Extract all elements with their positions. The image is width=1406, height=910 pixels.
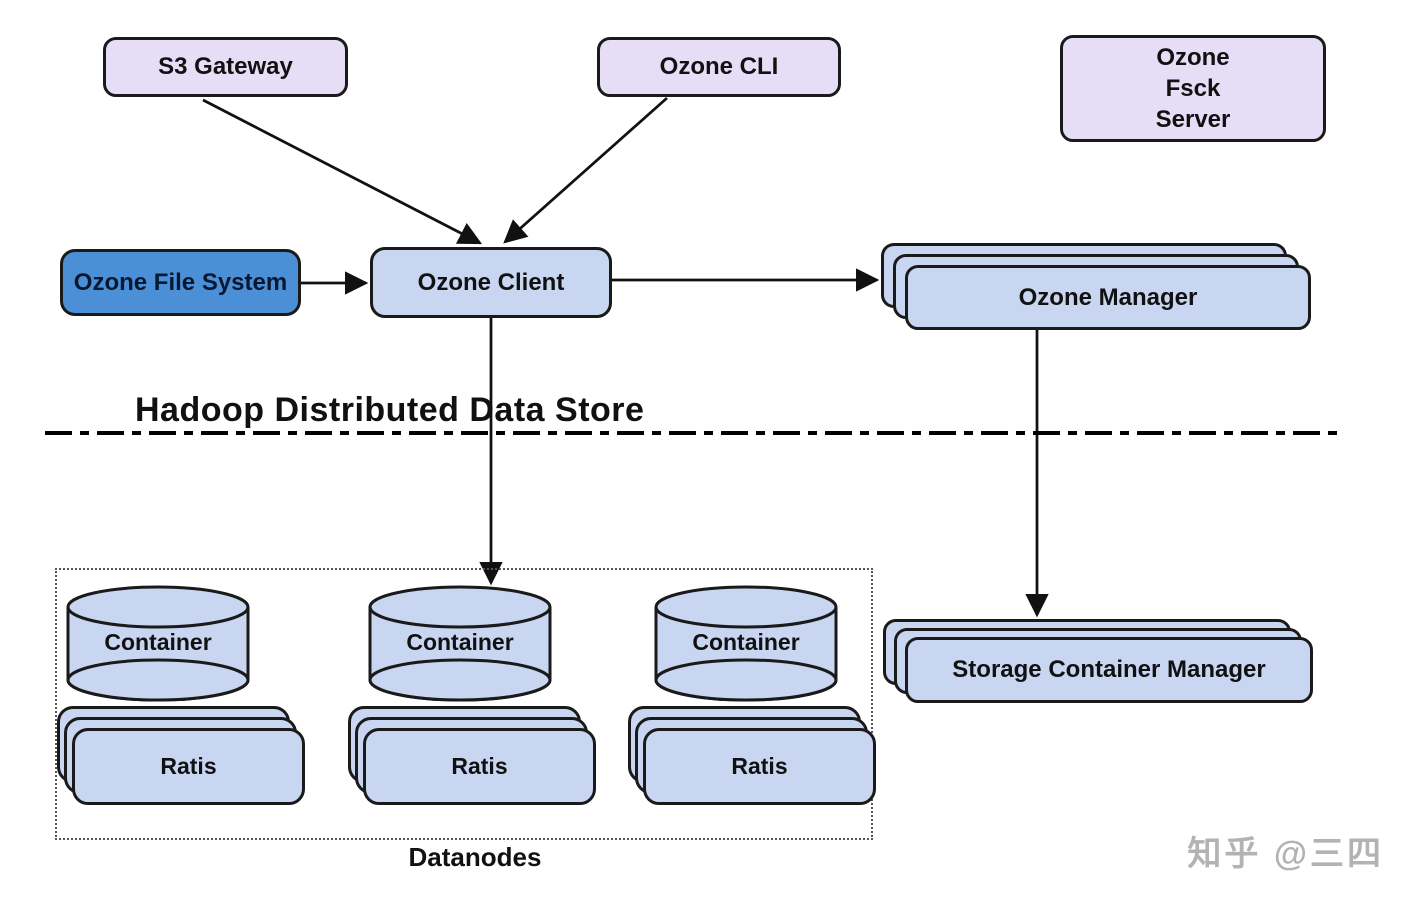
node-label: Ratis [160,753,217,779]
node-ozone-file-system: Ozone File System [60,249,301,316]
container-cylinder-icon [368,585,552,702]
container-cylinder-icon [66,585,250,702]
node-label: Ozone CLI [659,53,779,80]
node-label: Container [406,629,514,655]
node-container-1: Container [66,585,250,702]
node-label: Ratis [731,753,788,779]
layer-divider-title: Hadoop Distributed Data Store [135,391,645,429]
node-ratis-2: Ratis [363,728,596,805]
node-label: Ozone File System [73,268,288,296]
node-ozone-manager-stack: Ozone Manager [881,243,1313,333]
node-scm-stack: Storage Container Manager [883,619,1317,707]
watermark-text: 知乎 @三四 [1187,835,1384,873]
node-ozone-client: Ozone Client [370,247,612,318]
node-label: S3 Gateway [158,53,293,80]
node-container-2: Container [368,585,552,702]
node-ozone-fsck-server: Ozone Fsck Server [1060,35,1326,142]
node-label: Container [104,629,212,655]
node-s3-gateway: S3 Gateway [103,37,348,97]
node-ratis-3: Ratis [643,728,876,805]
node-ratis-stack-2: Ratis [348,706,598,808]
node-ratis-stack-3: Ratis [628,706,878,808]
container-cylinder-icon [654,585,838,702]
edge-ozone-cli-to-ozone-client [503,96,668,244]
node-label: Ozone Client [417,268,565,296]
node-label: Ratis [451,753,508,779]
node-label: Ozone Fsck Server [1155,44,1231,133]
node-label: Container [692,629,800,655]
edge-s3-gateway-to-ozone-client [202,98,483,245]
node-ratis-1: Ratis [72,728,305,805]
node-ratis-stack-1: Ratis [57,706,307,808]
node-container-3: Container [654,585,838,702]
node-ozone-manager: Ozone Manager [905,265,1311,330]
node-label: Ozone Manager [1018,283,1198,311]
node-label: Storage Container Manager [952,656,1266,683]
node-ozone-cli: Ozone CLI [597,37,841,97]
datanodes-region [55,568,873,840]
datanodes-label: Datanodes [408,842,542,872]
node-storage-container-manager: Storage Container Manager [905,637,1313,703]
